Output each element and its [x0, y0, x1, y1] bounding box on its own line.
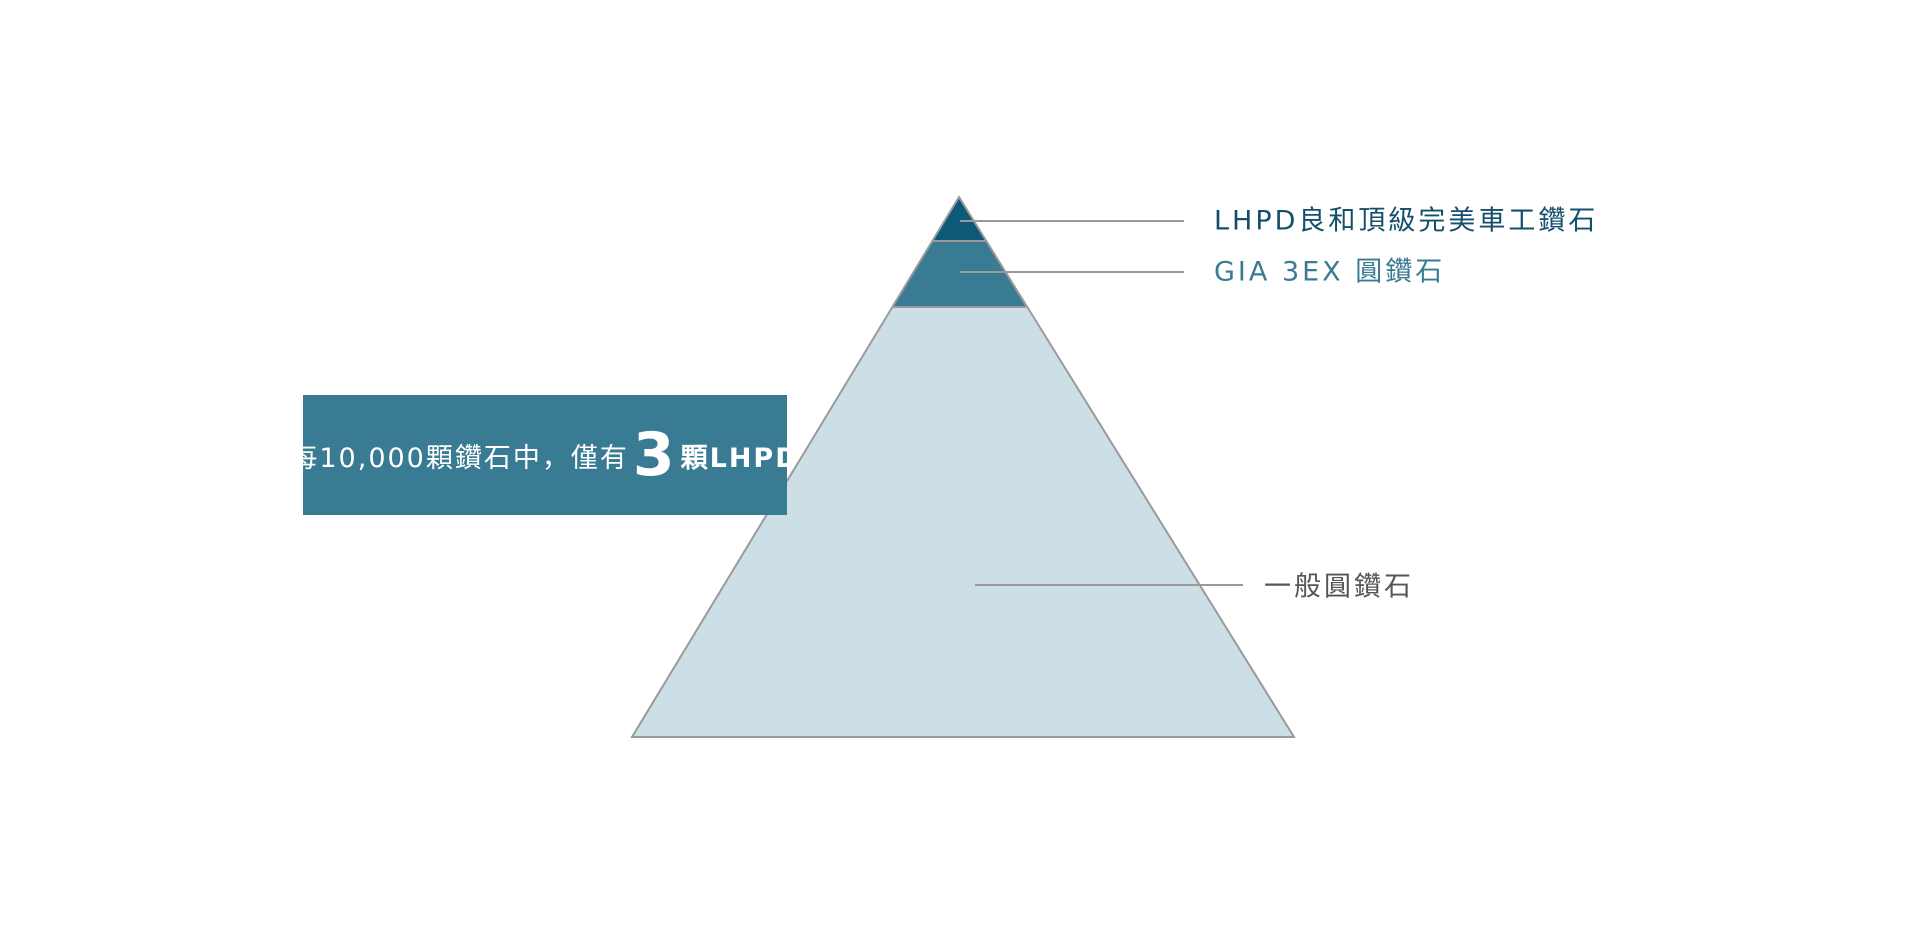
tier-top	[932, 197, 986, 241]
pyramid-outline	[630, 195, 1296, 738]
tier-middle	[892, 241, 1026, 307]
callout-number: 3	[632, 420, 677, 490]
tier-bottom	[632, 307, 1294, 737]
callout-prefix: 每10,000顆鑽石中，僅有	[290, 442, 629, 474]
callout-suffix: 顆LHPD	[680, 442, 800, 474]
tier-label-lhpd: LHPD良和頂級完美車工鑽石	[1214, 205, 1599, 237]
callout-box: 每10,000顆鑽石中，僅有 3 顆LHPD	[290, 395, 798, 515]
tier-label-general: 一般圓鑽石	[1264, 571, 1414, 603]
tier-label-gia: GIA 3EX 圓鑽石	[1214, 256, 1446, 288]
